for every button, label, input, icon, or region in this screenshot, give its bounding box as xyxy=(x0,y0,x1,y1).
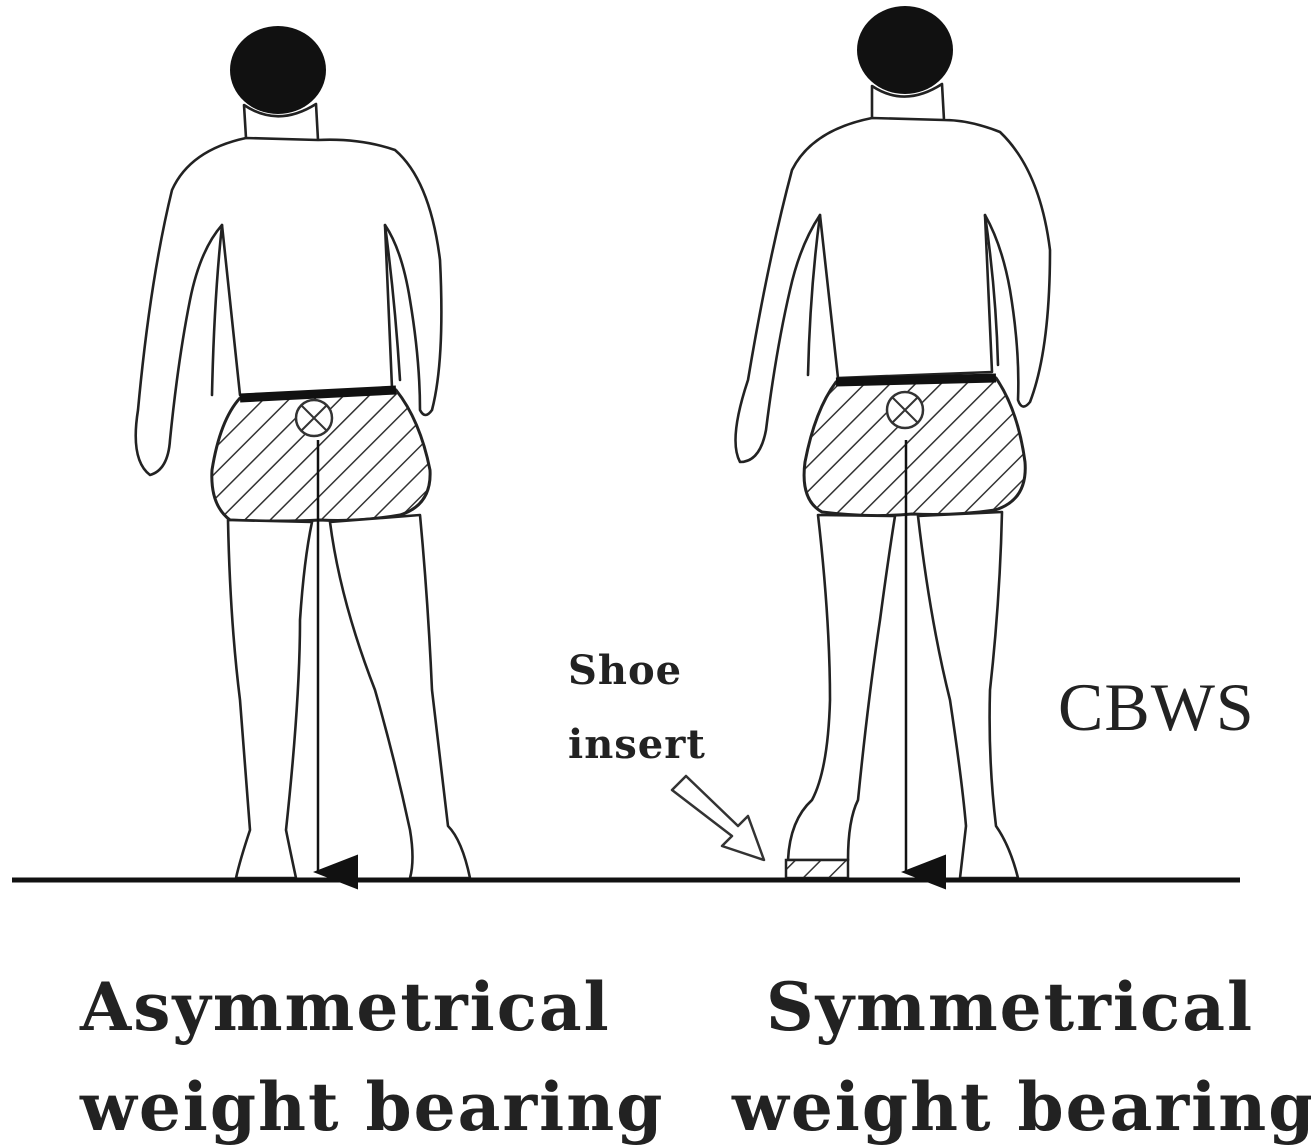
left-head xyxy=(230,26,326,114)
shoe-insert xyxy=(786,860,848,878)
right-figure xyxy=(736,6,1051,878)
left-caption-line1: Asymmetrical xyxy=(79,968,611,1046)
left-figure xyxy=(136,26,470,878)
left-caption-line2: weight bearing xyxy=(79,1068,664,1146)
right-leg-left xyxy=(788,515,895,860)
condition-label: CBWS xyxy=(1058,669,1255,745)
right-head xyxy=(857,6,953,94)
insert-label-line1: Shoe xyxy=(568,647,682,694)
right-leg-right xyxy=(918,512,1018,878)
insert-label-line2: insert xyxy=(568,721,706,768)
insert-pointer-arrow xyxy=(672,776,764,860)
left-leg-right xyxy=(330,515,470,878)
right-caption-line1: Symmetrical xyxy=(766,968,1254,1046)
left-leg-left xyxy=(228,520,312,878)
right-caption-line2: weight bearing xyxy=(731,1068,1311,1146)
